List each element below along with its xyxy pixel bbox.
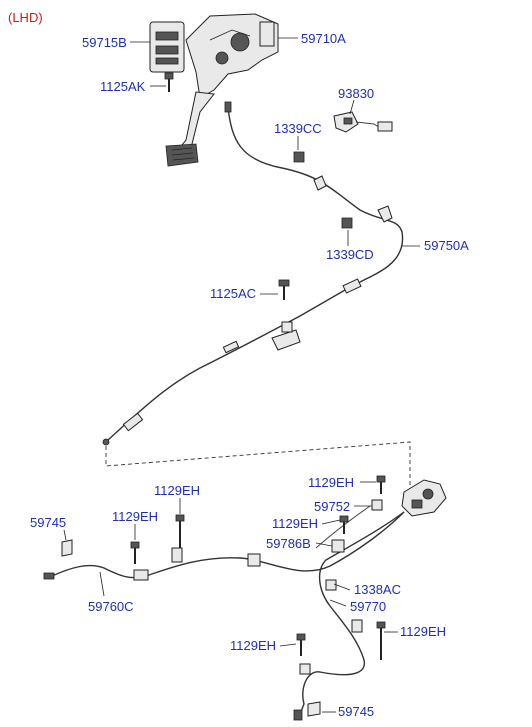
rear-cable-assembly bbox=[43, 475, 447, 721]
label-1129EH-f: 1129EH bbox=[230, 638, 276, 653]
label-1129EH-b: 1129EH bbox=[308, 475, 354, 490]
leader-lines bbox=[63, 37, 420, 713]
label-59745-b: 59745 bbox=[338, 704, 374, 719]
label-93830: 93830 bbox=[338, 86, 374, 101]
connection-dashed-line bbox=[105, 441, 411, 490]
label-1129EH-d: 1129EH bbox=[272, 516, 318, 531]
label-59715B: 59715B bbox=[82, 35, 127, 50]
label-59745-a: 59745 bbox=[30, 515, 66, 530]
label-59786B: 59786B bbox=[266, 536, 311, 551]
label-59750A: 59750A bbox=[424, 238, 469, 253]
label-1338AC: 1338AC bbox=[354, 582, 401, 597]
brake-switch-part bbox=[333, 111, 393, 133]
label-59770: 59770 bbox=[350, 599, 386, 614]
front-cable-part bbox=[102, 101, 404, 446]
label-1339CD: 1339CD bbox=[326, 247, 374, 262]
variant-label: (LHD) bbox=[8, 10, 43, 25]
label-59752: 59752 bbox=[314, 499, 350, 514]
label-59760C: 59760C bbox=[88, 599, 134, 614]
label-1339CC: 1339CC bbox=[274, 121, 322, 136]
label-1125AC: 1125AC bbox=[210, 286, 256, 301]
label-1129EH-a: 1129EH bbox=[154, 483, 200, 498]
label-1129EH-e: 1129EH bbox=[400, 624, 446, 639]
parking-brake-pedal-assembly bbox=[149, 13, 279, 167]
label-59710A: 59710A bbox=[301, 31, 346, 46]
label-1129EH-c: 1129EH bbox=[112, 509, 158, 524]
label-1125AK: 1125AK bbox=[100, 79, 146, 94]
